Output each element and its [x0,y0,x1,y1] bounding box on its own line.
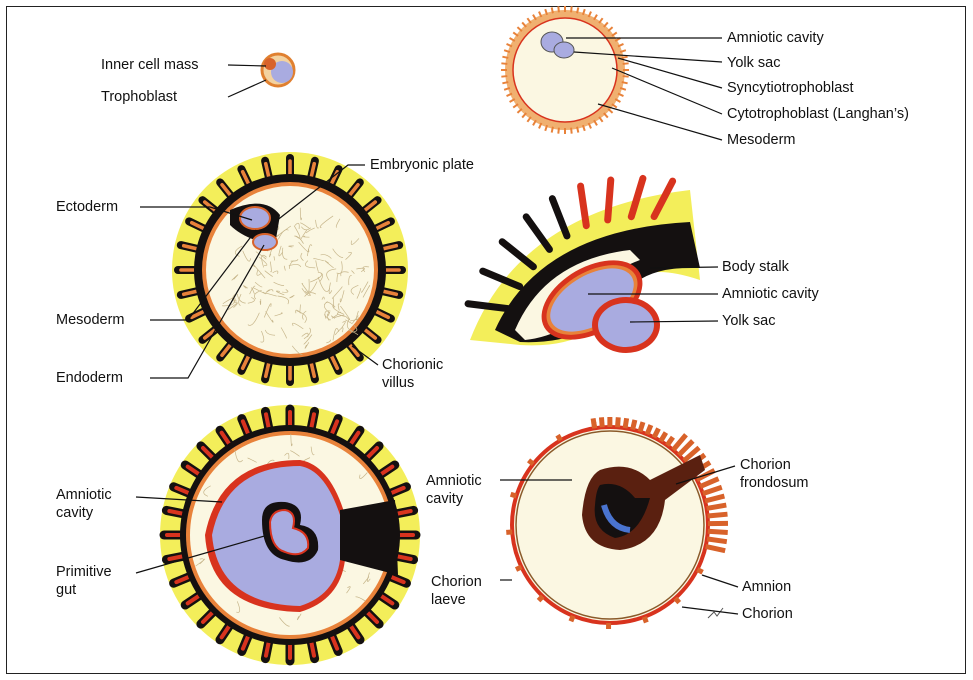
label-chorion-frondosum-line1: Chorion [740,456,809,474]
label-amniotic-cavity-4-line2: cavity [426,490,482,508]
label-chorion-laeve-line1: Chorion [431,573,482,591]
label-amnion: Amnion [742,578,791,596]
label-embryonic-plate: Embryonic plate [370,156,474,174]
label-trophoblast: Trophoblast [101,88,177,106]
stage-folding [160,405,420,665]
label-cytotrophoblast: Cytotrophoblast (Langhan’s) [727,105,909,123]
label-chorionic-villus-line1: Chorionic [382,356,443,374]
label-mesoderm-1: Mesoderm [727,131,796,149]
label-chorion-laeve-line2: laeve [431,591,482,609]
label-amniotic-cavity-1: Amniotic cavity [727,29,824,47]
label-primitive-gut-line1: Primitive [56,563,112,581]
label-amniotic-cavity-3: Amniotic cavity [56,486,112,522]
blastocyst [262,54,294,86]
label-chorion-laeve: Chorion laeve [431,573,482,609]
label-chorionic-villus: Chorionic villus [382,356,443,392]
stage-chorion [506,417,728,629]
label-amniotic-cavity-4-line1: Amniotic [426,472,482,490]
label-chorion-frondosum-line2: frondosum [740,474,809,492]
label-chorion-frondosum: Chorion frondosum [740,456,809,492]
label-amniotic-cavity-2: Amniotic cavity [722,285,819,303]
stage-trilaminar [172,152,408,388]
label-inner-cell-mass: Inner cell mass [101,56,199,74]
label-endoderm: Endoderm [56,369,123,387]
label-yolk-sac-1: Yolk sac [727,54,780,72]
label-ectoderm: Ectoderm [56,198,118,216]
label-primitive-gut: Primitive gut [56,563,112,599]
label-chorionic-villus-line2: villus [382,374,443,392]
label-amniotic-cavity-3-line2: cavity [56,504,112,522]
label-yolk-sac-2: Yolk sac [722,312,775,330]
early-implantation [501,6,629,134]
label-amniotic-cavity-4: Amniotic cavity [426,472,482,508]
label-body-stalk: Body stalk [722,258,789,276]
label-syncytiotrophoblast: Syncytiotrophoblast [727,79,854,97]
label-amniotic-cavity-3-line1: Amniotic [56,486,112,504]
label-chorion: Chorion [742,605,793,623]
label-primitive-gut-line2: gut [56,581,112,599]
label-mesoderm-2: Mesoderm [56,311,125,329]
